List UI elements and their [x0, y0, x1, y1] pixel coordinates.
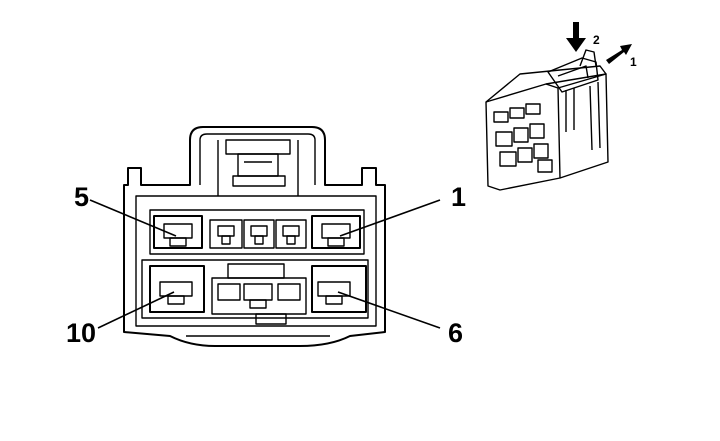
cavity-pin-5 — [153, 215, 203, 249]
connector-housing — [123, 126, 386, 347]
pin-label-6: 6 — [448, 318, 463, 348]
leader-line-pin-6 — [337, 291, 441, 329]
connector-inner-outline — [135, 195, 377, 327]
cavity-lower-middle — [211, 263, 307, 325]
cavity-pin-10 — [149, 265, 205, 313]
leader-line-pin-10 — [97, 291, 175, 329]
cavity-upper-small-1 — [209, 219, 243, 249]
leader-line-pin-5 — [89, 199, 177, 237]
latch-hood — [199, 133, 316, 185]
leader-line-pin-1 — [339, 199, 441, 237]
pin-label-10: 10 — [66, 318, 96, 348]
cavity-pin-6 — [311, 265, 367, 313]
lower-row-frame — [141, 259, 369, 319]
step-label-2: 2 — [593, 33, 600, 47]
connector-isometric-view — [485, 49, 609, 191]
cavity-upper-small-3 — [275, 219, 307, 249]
step-label-1: 1 — [630, 55, 637, 69]
pull-out-arrow-icon — [606, 44, 632, 64]
connector-front-view — [123, 126, 386, 347]
cavity-upper-small-2 — [243, 219, 275, 249]
push-down-arrow-icon — [566, 22, 586, 52]
cavity-pin-1 — [311, 215, 361, 249]
pin-label-5: 5 — [74, 182, 89, 212]
upper-row-frame — [149, 209, 365, 255]
lock-latch — [217, 139, 299, 196]
pin-label-1: 1 — [451, 182, 466, 212]
